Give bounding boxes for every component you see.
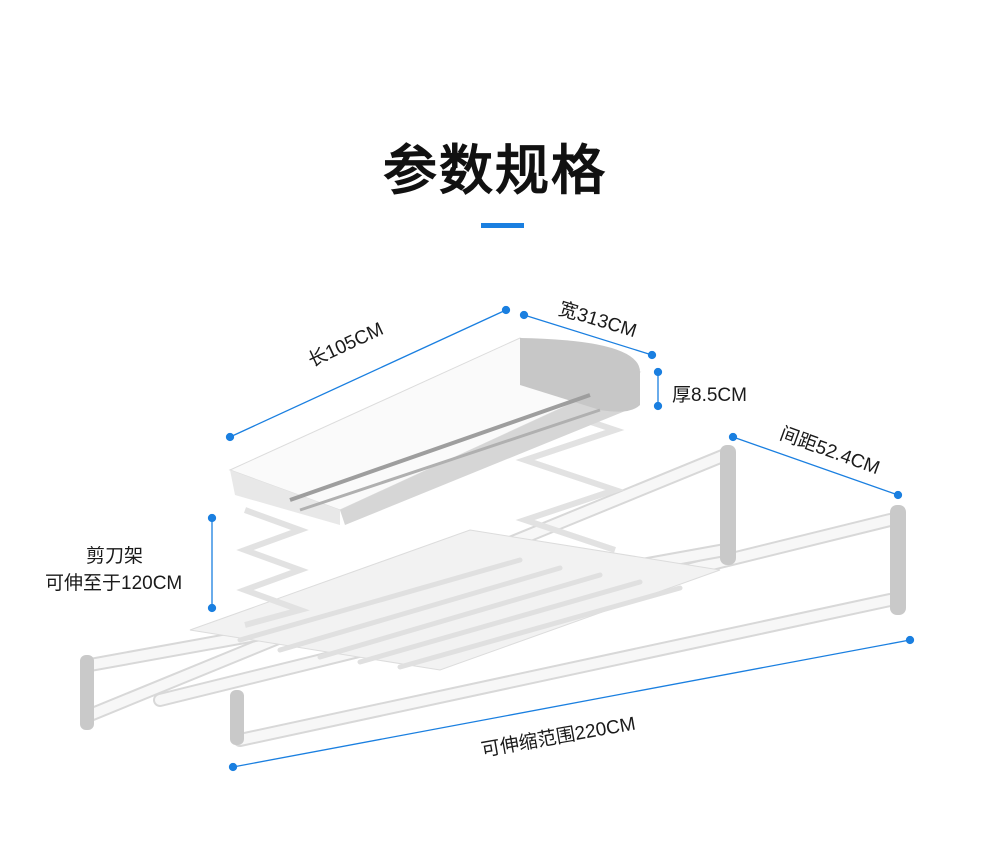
dimension-lines — [207, 305, 915, 772]
scissor-label-line2: 可伸至于120CM — [45, 573, 183, 594]
thickness-label: 厚8.5CM — [672, 385, 747, 406]
motor-housing — [228, 337, 642, 525]
drying-rack — [80, 445, 906, 747]
title-accent-bar — [481, 223, 524, 228]
scissor-arms — [236, 397, 625, 628]
scissor-label-line1: 剪刀架 — [86, 546, 144, 567]
page-title: 参数规格 — [383, 139, 607, 202]
